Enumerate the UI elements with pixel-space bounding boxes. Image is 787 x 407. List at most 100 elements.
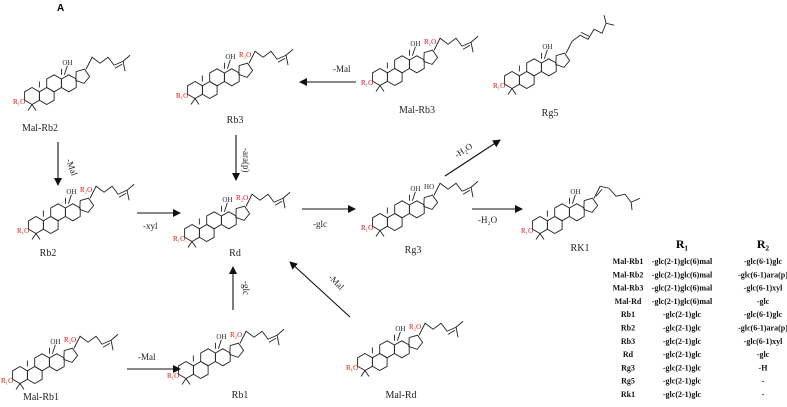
side-chain: [73, 335, 114, 351]
table-row: Mal-Rb2-glc(2-1)glc(6)mal-glc(6-1)ara(p): [613, 270, 787, 279]
table-row: Rd-glc(2-1)glc-glc: [623, 350, 770, 359]
hydroxyl-bond: [411, 191, 416, 201]
table-cell: Rb3: [621, 337, 635, 346]
hydroxyl-label: OH: [216, 333, 226, 341]
reaction-rd-to-rg3: -glc: [302, 205, 356, 229]
table-cell: -glc(6-1)ara(p): [738, 324, 787, 333]
arrow-layer: -Mal-Mal-ara(p)-xyl-glc-H₂O-H₂O-glc-Mal-…: [54, 64, 523, 373]
ring-2: [206, 211, 222, 230]
table-cell: -glc(6-1)glc: [744, 257, 783, 266]
ring-3: [568, 203, 585, 222]
table-cell: -glc(2-1)glc: [663, 390, 702, 399]
r1-label: R₁O: [17, 227, 29, 235]
reaction-rb2-to-rd: -xyl: [137, 209, 181, 231]
side-chain-methyl: [455, 320, 464, 328]
ring-e: [423, 49, 439, 65]
r2-label: R₂O: [424, 38, 436, 46]
compound-name: Rg3: [405, 245, 422, 256]
hydroxyl-label: OH: [50, 338, 60, 346]
ring-3: [408, 55, 425, 74]
r2-label: R₂O: [236, 194, 248, 202]
methyl-bond: [379, 85, 385, 92]
table-row: Rk1-glc(2-1)glc-: [621, 390, 765, 399]
hydroxyl-label: OH: [225, 53, 235, 61]
reaction-rg3-to-rk1: -H₂O: [472, 205, 523, 225]
methyl-bond: [511, 88, 517, 95]
double-bond: [274, 200, 283, 206]
hydroxyl-label: OH: [66, 188, 76, 196]
table-cell: -: [762, 377, 765, 386]
table-cell: -glc(2-1)glc(6)mal: [652, 257, 713, 266]
table-cell: Rb2: [621, 324, 635, 333]
reaction-label: -glc: [241, 281, 251, 295]
table-row: Rg3-glc(2-1)glc-H: [621, 363, 768, 372]
ring-0: [532, 215, 548, 235]
table-cell: -H: [759, 363, 769, 372]
table-cell: Mal-Rb1: [613, 257, 644, 266]
molecule-layer: OHR₁OMal-Rb2OHR₁OR₂ORb3OHR₁OR₂OMal-Rb3OH…: [1, 15, 641, 403]
side-chain: [433, 182, 474, 198]
ring-0: [184, 223, 200, 243]
r1-label: R₁O: [1, 377, 13, 385]
side-chain-methyl: [122, 54, 131, 62]
methyl-bond: [190, 98, 196, 105]
methyl-bond: [507, 88, 513, 95]
compound-name: Mal-Rd: [385, 390, 416, 401]
table-header-2: R₂: [757, 237, 770, 251]
table-cell: -glc(6-1)ara(p): [738, 270, 787, 279]
table-cell: Mal-Rb2: [613, 270, 644, 279]
table-row: Rg5-glc(2-1)glc-: [621, 377, 765, 386]
reaction-mal-rb1-to-rb1: -Mal: [127, 352, 181, 373]
double-bond: [268, 337, 277, 343]
side-chain-methyl: [276, 328, 285, 336]
double-bond: [447, 329, 456, 335]
ring-3: [220, 211, 237, 230]
table-cell: -: [762, 390, 765, 399]
ring-3: [60, 74, 77, 93]
side-chain-methyl: [282, 191, 291, 199]
side-chain: [239, 330, 280, 346]
ring-0: [372, 67, 388, 87]
ring-e: [423, 194, 439, 210]
compound-name: Rb2: [40, 248, 57, 259]
ring-3: [214, 348, 231, 367]
r1-label: R₁O: [521, 227, 533, 235]
hydroxyl-label: OH: [410, 40, 420, 48]
table-cell: Mal-Rb3: [613, 284, 644, 293]
reaction-arrow: [444, 139, 501, 177]
double-bond: [462, 189, 471, 195]
side-chain: [433, 37, 474, 53]
methyl-bond: [181, 378, 187, 385]
reaction-mal-rb3-to-rb3: -Mal: [299, 64, 356, 86]
methyl-bond: [375, 85, 381, 92]
table-row: Mal-Rb1 -glc(2-1)glc(6)mal -glc(6-1)glc: [613, 257, 783, 266]
ring-3: [48, 353, 65, 372]
hydroxyl-bond: [226, 59, 231, 69]
ring-0: [372, 212, 388, 232]
ring-e: [75, 68, 91, 84]
side-chain-methyl: [603, 15, 607, 24]
methyl-bond: [19, 383, 25, 390]
ring-2: [209, 68, 225, 87]
r1-label: R₁O: [493, 82, 505, 90]
reaction-label: -Mal: [333, 64, 351, 74]
ring-2: [394, 55, 410, 74]
ring-e: [238, 62, 254, 78]
compound-name: Rb3: [227, 115, 244, 126]
table-cell: -glc(6-1)glc: [744, 310, 783, 319]
table-row: Rb1-glc(2-1)glc-glc(6-1)glc: [621, 310, 783, 319]
r1-label: R₁O: [361, 224, 373, 232]
r1-label: R₁O: [13, 98, 25, 106]
r1-label: R₁O: [346, 364, 358, 372]
r1-label: R₁O: [173, 235, 185, 243]
compound-name: Mal-Rb3: [399, 105, 435, 116]
reaction-label: -glc: [313, 219, 327, 229]
reaction-label: -Mal: [138, 352, 156, 362]
ring-0: [28, 215, 44, 235]
ring-e: [63, 347, 79, 363]
table-row: Rb3-glc(2-1)glc-glc(6-1)xyl: [621, 337, 783, 346]
